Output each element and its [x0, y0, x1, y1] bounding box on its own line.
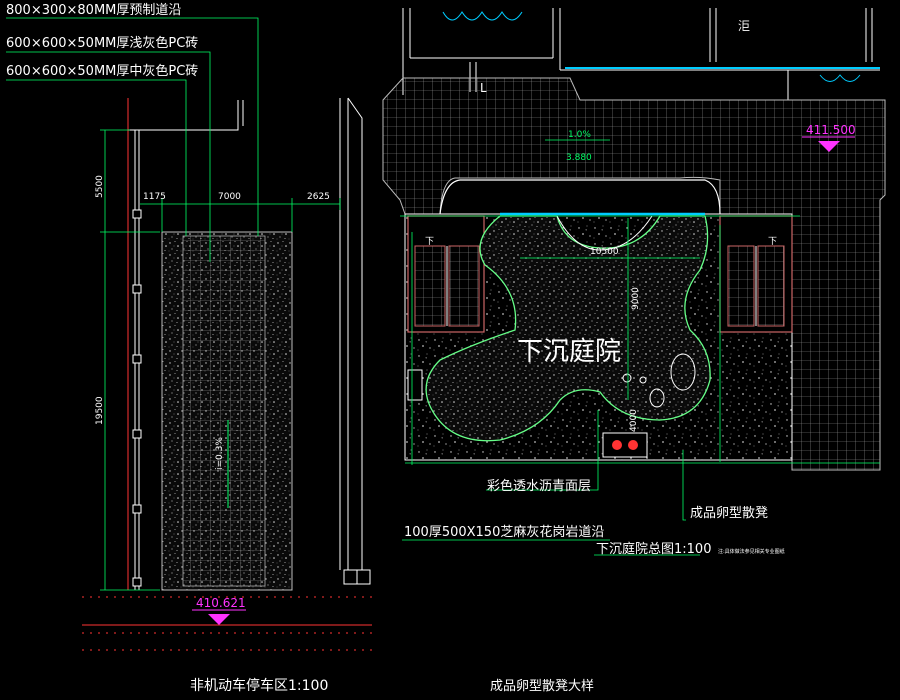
fence — [132, 130, 142, 590]
courtyard-name: 下沉庭院 — [517, 337, 621, 367]
courtyard-leaders — [402, 410, 700, 556]
window-swing-right — [819, 74, 861, 82]
elevation-marker-left — [208, 614, 230, 625]
granite-path-label: 100厚500X150芝麻灰花岗岩道沿 — [404, 524, 604, 540]
dim-7000: 7000 — [218, 192, 241, 202]
egg-bench-detail-title: 成品卵型散凳大样 — [490, 678, 594, 694]
material-label-curb: 800×300×80MM厚预制道沿 — [6, 3, 181, 18]
stair-left: 下 — [407, 215, 485, 333]
planting-arc — [556, 215, 653, 251]
sunken-edge — [439, 179, 721, 215]
courtyard-title: 下沉庭院总图1:100 — [596, 541, 711, 557]
dim-19500: 19500 — [95, 396, 105, 425]
dim-4000: 4000 — [629, 409, 639, 432]
window-swing-left — [442, 11, 523, 21]
material-leaders — [6, 17, 259, 262]
bike-parking-plan: i=0.3% 5500 19500 1175 7000 2625 800×300… — [6, 3, 372, 694]
right-wall — [339, 97, 363, 570]
building-outline — [127, 100, 244, 131]
dim-1175: 1175 — [143, 192, 166, 202]
courtyard-plan: 洰 L 1.0% 3.880 411.500 下 下 — [382, 8, 886, 694]
ground-lines — [82, 596, 372, 651]
equipment-light-1 — [612, 440, 622, 450]
slope-pct-top: 1.0% — [568, 130, 591, 140]
svg-text:下: 下 — [425, 237, 434, 247]
egg-stool-4 — [639, 376, 647, 384]
elevation-marker-right — [818, 141, 840, 152]
asphalt-label: 彩色透水沥青面层 — [487, 478, 591, 494]
level-mid: 3.880 — [566, 153, 592, 163]
elevation-bottom-left: 410.621 — [196, 596, 246, 610]
bike-parking-title: 非机动车停车区1:100 — [190, 677, 328, 694]
egg-stool-2 — [649, 388, 665, 408]
slope-label: i=0.3% — [215, 437, 225, 470]
dim-2625: 2625 — [307, 192, 330, 202]
pc-paving-grid — [182, 235, 266, 587]
stair-right: 下 — [719, 215, 793, 333]
egg-stool-3 — [622, 373, 632, 383]
elevation-top-right: 411.500 — [806, 123, 856, 137]
egg-stool-1 — [670, 353, 696, 391]
equipment-box — [602, 432, 648, 458]
organic-planting — [425, 215, 711, 442]
dim-10500: 10500 — [590, 247, 619, 257]
egg-bench-label: 成品卵型散凳 — [690, 505, 768, 521]
equipment-light-2 — [628, 440, 638, 450]
dim-9000: 9000 — [631, 287, 641, 310]
svg-text:下: 下 — [768, 237, 777, 247]
dim-5500: 5500 — [95, 175, 105, 198]
dimension-lines — [100, 129, 341, 591]
material-label-light-pc: 600×600×50MM厚浅灰色PC砖 — [6, 35, 198, 51]
frame-lines — [400, 215, 880, 465]
courtyard-note: 注:具体做法参见相关专业图纸 — [718, 548, 785, 555]
side-door — [407, 369, 423, 401]
top-sign: 洰 — [738, 19, 750, 33]
material-label-mid-pc: 600×600×50MM厚中灰色PC砖 — [6, 63, 198, 79]
